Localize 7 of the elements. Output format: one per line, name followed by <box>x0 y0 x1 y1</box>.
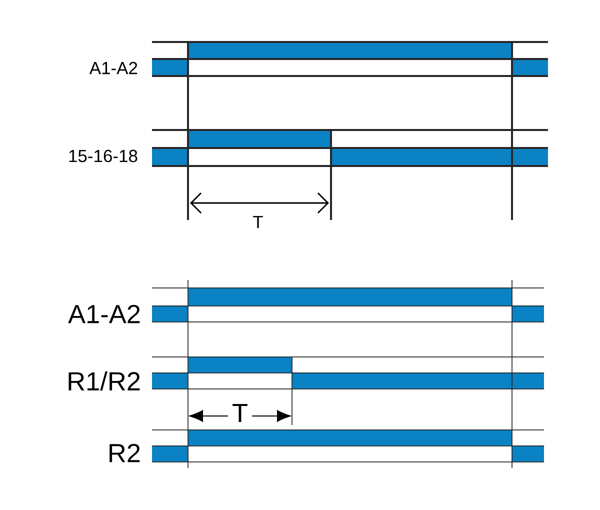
time-label: T <box>232 404 248 422</box>
signal-label: R1/R2 <box>68 371 140 391</box>
signal-label: R2 <box>110 444 140 462</box>
time-label: T <box>253 216 263 228</box>
signal-label: A1-A2 <box>89 62 138 74</box>
signal-label: A1-A2 <box>68 304 140 324</box>
signal-label: 15-16-18 <box>69 150 138 162</box>
